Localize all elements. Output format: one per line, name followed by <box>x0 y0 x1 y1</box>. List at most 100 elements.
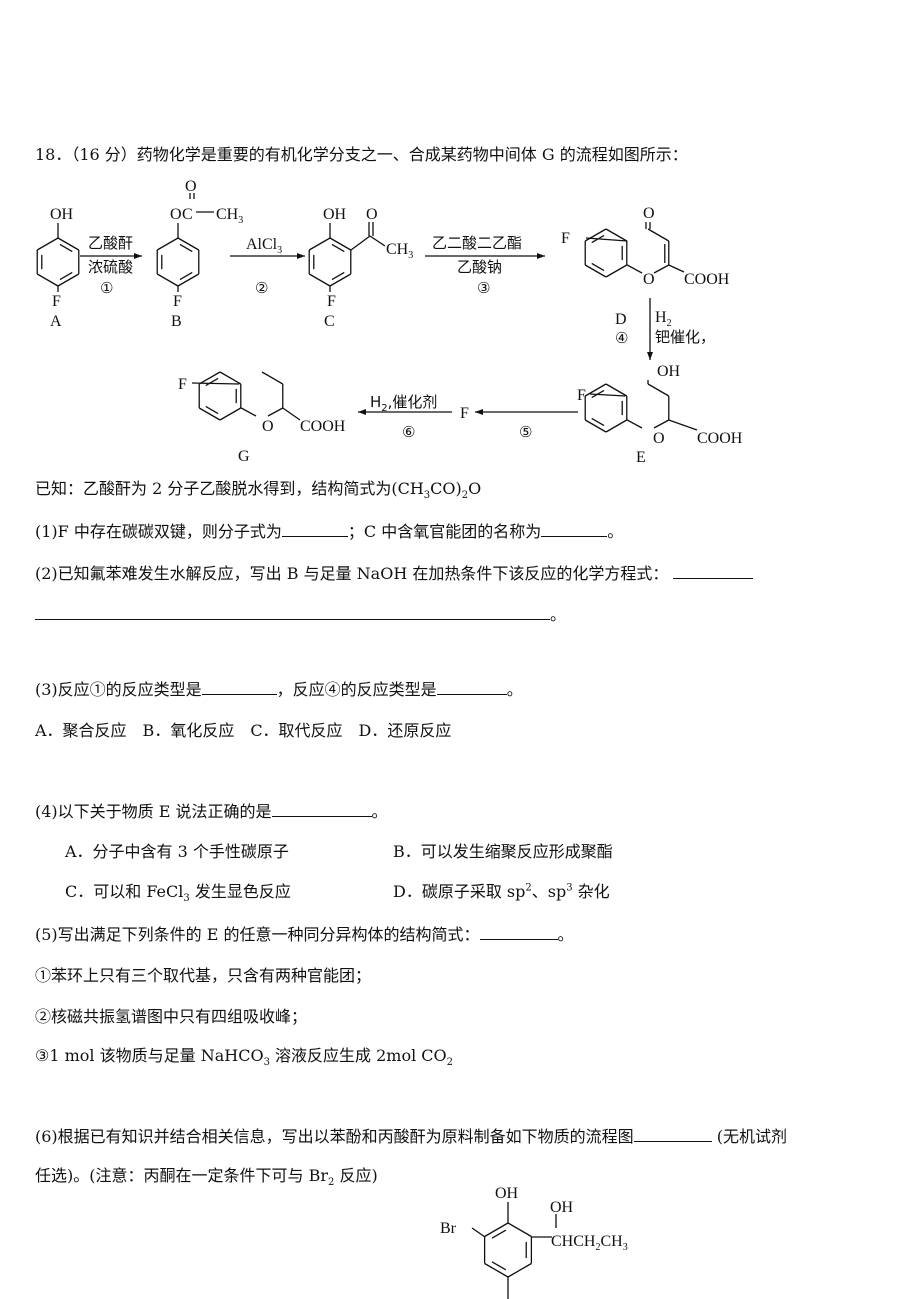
label-e: E <box>636 449 646 466</box>
question-title: 18．（16 分）药物化学是重要的有机化学分支之一、合成某药物中间体 G 的流程… <box>35 145 688 164</box>
ring-bond <box>198 371 221 385</box>
double-bond <box>205 405 219 415</box>
ring-bond <box>484 1222 509 1238</box>
double-bond <box>59 243 73 253</box>
step4-number: ④ <box>615 329 628 347</box>
ring-bond <box>507 1222 532 1238</box>
double-bond <box>331 243 345 253</box>
ring-bond <box>329 273 352 287</box>
atom-o: O <box>643 271 655 288</box>
double-bond <box>491 1229 507 1239</box>
label-g: G <box>238 448 250 465</box>
atom-f: F <box>561 230 570 247</box>
ring-bond <box>308 237 331 251</box>
bond <box>261 371 284 385</box>
step2-reagent: AlCl3 <box>246 236 282 256</box>
answer-blank-5[interactable] <box>479 923 558 940</box>
atom-oh: OH <box>550 1199 574 1216</box>
ring-bond <box>57 237 80 251</box>
ring-bond <box>156 237 179 251</box>
label-d: D <box>615 311 627 328</box>
ring-bond <box>507 1262 532 1278</box>
bond <box>350 235 371 251</box>
step3-number: ③ <box>477 279 490 297</box>
double-bond <box>179 243 193 253</box>
double-bond <box>491 1261 507 1271</box>
bond <box>626 264 643 274</box>
label-a: A <box>50 313 62 330</box>
atom-cooh: COOH <box>300 418 346 435</box>
q5-condition-1: ①苯环上只有三个取代基，只含有两种官能团； <box>35 966 372 985</box>
atom-f: F <box>52 293 61 310</box>
step3-reagent: 乙二酸二乙酯 <box>432 234 522 252</box>
step6-arrow-head <box>358 409 366 415</box>
question-4: (4)以下关于物质 E 说法正确的是。 <box>35 800 388 821</box>
step1-arrow-head <box>134 253 142 259</box>
ring-bond <box>484 1262 509 1278</box>
bond <box>585 237 628 242</box>
atom-oh: OH <box>50 206 74 223</box>
bond <box>471 1227 486 1238</box>
question-3-options: A．聚合反应 B．氧化反应 C．取代反应 D．还原反应 <box>35 721 452 740</box>
q5-condition-2: ②核磁共振氢谱图中只有四组吸收峰； <box>35 1007 308 1026</box>
step3-catalyst: 乙酸钠 <box>457 258 502 276</box>
bond <box>668 264 685 273</box>
q4-option-c: C．可以和 FeCl3 发生显色反应 <box>65 882 291 905</box>
double-bond <box>59 271 73 281</box>
ring-bond <box>584 264 607 278</box>
atom-c: C <box>182 206 193 223</box>
answer-blank-2b[interactable] <box>35 603 550 620</box>
atom-o: O <box>170 206 182 223</box>
atom-chch2ch3: CHCH2CH3 <box>551 1233 628 1253</box>
atom-ch3: CH3 <box>216 206 243 226</box>
question-6: (6)根据已有知识并结合相关信息，写出以苯酚和丙酸酐为原料制备如下物质的流程图 … <box>35 1125 788 1146</box>
label-b: B <box>171 313 182 330</box>
atom-ch3: CH3 <box>386 241 413 261</box>
atom-oh: OH <box>495 1185 519 1202</box>
step5-arrow-head <box>475 409 483 415</box>
ring-bond <box>36 273 59 287</box>
double-bond <box>205 377 219 387</box>
step1-number: ① <box>100 279 113 297</box>
ring-bond <box>584 228 607 242</box>
step2-number: ② <box>255 279 268 297</box>
atom-o: O <box>643 205 655 222</box>
ring-bond <box>605 228 628 242</box>
question-2: (2)已知氟苯难发生水解反应，写出 B 与足量 NaOH 在加热条件下该反应的化… <box>35 562 754 585</box>
answer-blank-3b[interactable] <box>436 678 507 695</box>
answer-blank-1b[interactable] <box>541 520 608 537</box>
ring-bond <box>329 237 352 251</box>
ring-bond <box>605 264 628 278</box>
answer-blank-4[interactable] <box>271 800 372 817</box>
ring-bond <box>198 407 221 421</box>
q4-option-d: D．碳原子采取 sp2、sp3 杂化 <box>393 882 610 901</box>
ring-bond <box>584 419 607 433</box>
answer-blank-2a[interactable] <box>673 562 754 579</box>
question-2-cont: 。 <box>35 603 566 626</box>
step6-reagent: H2,催化剂 <box>370 393 437 414</box>
atom-br: Br <box>440 1220 457 1237</box>
answer-blank-6[interactable] <box>633 1125 712 1142</box>
double-bond <box>591 262 605 272</box>
ring-bond <box>57 273 80 287</box>
step6-number: ⑥ <box>402 423 415 441</box>
bond <box>647 228 670 242</box>
bond <box>647 383 670 397</box>
answer-blank-1a[interactable] <box>281 520 348 537</box>
bond <box>653 419 670 429</box>
bond <box>369 235 386 247</box>
bond <box>240 407 257 417</box>
atom-f: F <box>178 376 187 393</box>
double-bond <box>179 271 193 281</box>
double-bond <box>331 271 345 281</box>
answer-blank-3a[interactable] <box>201 678 277 695</box>
question-5: (5)写出满足下列条件的 E 的任意一种同分异构体的结构简式：。 <box>35 923 574 944</box>
ring-bond <box>605 383 628 397</box>
bond <box>668 419 698 431</box>
step5-number: ⑤ <box>519 423 532 441</box>
atom-cooh: COOH <box>697 430 743 447</box>
ring-bond <box>177 273 200 287</box>
atom-o: O <box>653 430 665 447</box>
bond <box>191 382 240 385</box>
